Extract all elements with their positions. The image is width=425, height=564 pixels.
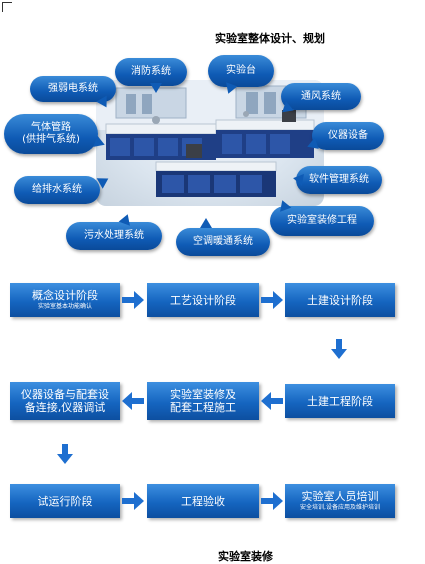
bubble-water: 给排水系统 [14, 176, 100, 204]
bubble-lab-bench: 实验台 [208, 55, 274, 87]
bubble-tail [200, 218, 212, 228]
step-civil-works: 土建工程阶段 [285, 384, 395, 418]
bubble-fire: 消防系统 [115, 58, 187, 86]
arrow-left-icon [261, 392, 283, 410]
step-fitout: 实验室装修及 配套工程施工 [147, 382, 259, 420]
bubble-instrument: 仪器设备 [312, 122, 384, 150]
step-concept-design: 概念设计阶段 实验室基本功能确认 [10, 283, 120, 317]
bubble-ventilation: 通风系统 [281, 83, 361, 110]
bubble-gas: 气体管路 (供排气系统) [4, 114, 98, 154]
arrow-right-icon [261, 492, 283, 510]
bubble-weak-current: 强弱电系统 [30, 76, 116, 102]
bubble-software: 软件管理系统 [296, 166, 382, 194]
arrow-right-icon [261, 291, 283, 309]
arrow-right-icon [122, 492, 144, 510]
arrow-down-icon [331, 339, 347, 359]
step-equipment-install: 仪器设备与配套设 备连接,仪器调试 [10, 382, 120, 420]
bubble-tail [150, 83, 162, 93]
step-acceptance: 工程验收 [147, 484, 259, 518]
bubble-hvac: 空调暖通系统 [176, 228, 270, 256]
step-staff-training: 实验室人员培训 安全培训,设备应用及维护培训 [285, 484, 395, 518]
bubble-sewage: 污水处理系统 [66, 222, 162, 250]
arrow-right-icon [122, 291, 144, 309]
step-trial-run: 试运行阶段 [10, 484, 120, 518]
arrow-down-icon [57, 444, 73, 464]
bubble-tail [292, 172, 304, 186]
crop-mark [2, 2, 12, 12]
page-title: 实验室整体设计、规划 [215, 32, 325, 45]
arrow-left-icon [122, 392, 144, 410]
bubble-decoration: 实验室装修工程 [270, 206, 374, 236]
step-civil-design: 土建设计阶段 [285, 283, 395, 317]
step-process-design: 工艺设计阶段 [147, 283, 259, 317]
section-title: 实验室装修 [218, 550, 273, 563]
